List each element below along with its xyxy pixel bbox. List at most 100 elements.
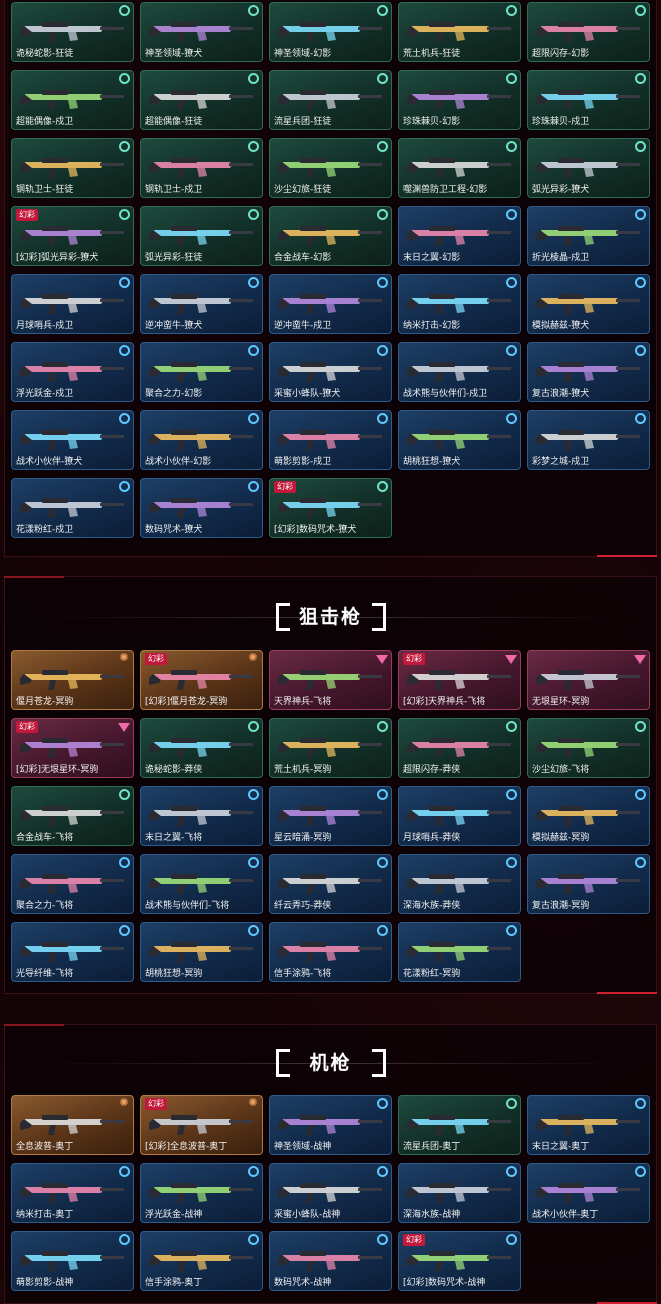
- skin-label: 纳米打击-奥丁: [16, 1210, 74, 1220]
- skin-card[interactable]: 胡桃狂想-冥驹: [140, 922, 263, 982]
- weapon-image: [536, 22, 640, 42]
- skin-card[interactable]: 模拟赫兹-冥驹: [527, 786, 650, 846]
- skin-card[interactable]: 诡秘蛇影-狂徒: [11, 2, 134, 62]
- skin-card[interactable]: 聚合之力-幻影: [140, 342, 263, 402]
- skin-card[interactable]: 纳米打击-奥丁: [11, 1163, 134, 1223]
- skin-card[interactable]: 超能偶像-狂徒: [140, 70, 263, 130]
- skin-card[interactable]: 合金战车-飞将: [11, 786, 134, 846]
- skin-card[interactable]: 星云暗涌-冥驹: [269, 786, 392, 846]
- skin-card[interactable]: 深海水族-战神: [398, 1163, 521, 1223]
- weapon-image: [278, 158, 382, 178]
- skin-label: 战术小伙伴-奥丁: [532, 1210, 599, 1220]
- skin-card[interactable]: 超限闪存-幻影: [527, 2, 650, 62]
- skin-card[interactable]: 胡桃狂想-獠犬: [398, 410, 521, 470]
- ring-tier-icon: [377, 1166, 388, 1177]
- skin-card[interactable]: 荒土机兵-冥驹: [269, 718, 392, 778]
- skin-card[interactable]: 诡秘蛇影-莽侠: [140, 718, 263, 778]
- skin-card[interactable]: 幻彩[幻彩]数码咒术-獠犬: [269, 478, 392, 538]
- weapon-image: [407, 90, 511, 110]
- skin-card[interactable]: 流星兵团-狂徒: [269, 70, 392, 130]
- skin-card[interactable]: 信手涂鸦-奥丁: [140, 1231, 263, 1291]
- skin-card[interactable]: 战术小伙伴-獠犬: [11, 410, 134, 470]
- skin-card[interactable]: 模拟赫兹-獠犬: [527, 274, 650, 334]
- skin-card[interactable]: 战术小伙伴-幻影: [140, 410, 263, 470]
- skin-card[interactable]: 数码咒术-战神: [269, 1231, 392, 1291]
- skin-card[interactable]: 弧光异彩-獠犬: [527, 138, 650, 198]
- skin-label: 诡秘蛇影-狂徒: [16, 49, 74, 59]
- skin-label: 信手涂鸦-奥丁: [145, 1278, 203, 1288]
- skin-card[interactable]: 幻彩[幻彩]弧光异彩-獠犬: [11, 206, 134, 266]
- weapon-image: [278, 738, 382, 758]
- skin-card[interactable]: 弧光异彩-狂徒: [140, 206, 263, 266]
- skin-card[interactable]: 幻彩[幻彩]无垠星环-冥驹: [11, 718, 134, 778]
- skin-card[interactable]: 采蜜小蜂队-獠犬: [269, 342, 392, 402]
- skin-card[interactable]: 超能偶像-戍卫: [11, 70, 134, 130]
- skin-card[interactable]: 深海水族-莽侠: [398, 854, 521, 914]
- skin-card[interactable]: 幻彩✺[幻彩]偃月苍龙-冥驹: [140, 650, 263, 710]
- skin-card[interactable]: 末日之翼-奥丁: [527, 1095, 650, 1155]
- skin-card[interactable]: 神圣领域-幻影: [269, 2, 392, 62]
- skin-label: 数码咒术-战神: [274, 1278, 332, 1288]
- weapon-image: [20, 90, 124, 110]
- skin-card[interactable]: 逆冲蛮牛-戍卫: [269, 274, 392, 334]
- skin-card[interactable]: 神圣领域-战神: [269, 1095, 392, 1155]
- skin-card[interactable]: 钢轨卫士-戍卫: [140, 138, 263, 198]
- skin-card[interactable]: ✺全息波普-奥丁: [11, 1095, 134, 1155]
- skin-card[interactable]: 战术熊与伙伴们-飞将: [140, 854, 263, 914]
- skin-card[interactable]: 天界神兵-飞将: [269, 650, 392, 710]
- skin-card[interactable]: 纤云弄巧-莽侠: [269, 854, 392, 914]
- skin-card[interactable]: 战术熊与伙伴们-戍卫: [398, 342, 521, 402]
- skin-card[interactable]: 流星兵团-奥丁: [398, 1095, 521, 1155]
- skin-card[interactable]: 月球哨兵-莽侠: [398, 786, 521, 846]
- skin-card[interactable]: 幻彩[幻彩]数码咒术-战神: [398, 1231, 521, 1291]
- skin-card[interactable]: 幻彩[幻彩]天界神兵-飞将: [398, 650, 521, 710]
- ring-tier-icon: [119, 789, 130, 800]
- weapon-image: [149, 362, 253, 382]
- skin-card[interactable]: 信手涂鸦-飞将: [269, 922, 392, 982]
- ring-tier-icon: [119, 209, 130, 220]
- skin-card[interactable]: 数码咒术-獠犬: [140, 478, 263, 538]
- skin-card[interactable]: 聚合之力-飞将: [11, 854, 134, 914]
- skin-card[interactable]: 花漾粉红-戍卫: [11, 478, 134, 538]
- skin-card[interactable]: 钢轨卫士-狂徒: [11, 138, 134, 198]
- skin-card[interactable]: 末日之翼-幻影: [398, 206, 521, 266]
- skin-card[interactable]: 彩梦之城-戍卫: [527, 410, 650, 470]
- skin-card[interactable]: 逆冲蛮牛-獠犬: [140, 274, 263, 334]
- skin-label: 模拟赫兹-冥驹: [532, 833, 590, 843]
- skin-label: 深海水族-战神: [403, 1210, 461, 1220]
- skin-card[interactable]: 超限闪存-莽侠: [398, 718, 521, 778]
- weapon-image: [278, 1251, 382, 1271]
- skin-card[interactable]: 采蜜小蜂队-战神: [269, 1163, 392, 1223]
- skin-card[interactable]: 珍珠棘贝-戍卫: [527, 70, 650, 130]
- skin-label: 月球哨兵-戍卫: [16, 321, 74, 331]
- skin-label: 弧光异彩-獠犬: [532, 185, 590, 195]
- skin-card[interactable]: 纳米打击-幻影: [398, 274, 521, 334]
- skin-card[interactable]: 荒土机兵-狂徒: [398, 2, 521, 62]
- skin-card[interactable]: 沙尘幻旅-狂徒: [269, 138, 392, 198]
- skin-card[interactable]: 萌影剪影-战神: [11, 1231, 134, 1291]
- skin-card[interactable]: 萌影剪影-戍卫: [269, 410, 392, 470]
- skin-label: 弧光异彩-狂徒: [145, 253, 203, 263]
- skin-card[interactable]: 复古浪潮-冥驹: [527, 854, 650, 914]
- skin-card[interactable]: 幻彩✺[幻彩]全息波普-奥丁: [140, 1095, 263, 1155]
- skin-card[interactable]: 折光棱晶-戍卫: [527, 206, 650, 266]
- ring-tier-icon: [119, 277, 130, 288]
- skin-card[interactable]: 月球哨兵-戍卫: [11, 274, 134, 334]
- skin-card[interactable]: 复古浪潮-獠犬: [527, 342, 650, 402]
- skin-card[interactable]: 战术小伙伴-奥丁: [527, 1163, 650, 1223]
- skin-card[interactable]: 末日之翼-飞将: [140, 786, 263, 846]
- skin-card[interactable]: 合金战车-幻影: [269, 206, 392, 266]
- skin-card[interactable]: 光导纤维-飞将: [11, 922, 134, 982]
- weapon-image: [20, 294, 124, 314]
- skin-card[interactable]: 沙尘幻旅-飞将: [527, 718, 650, 778]
- skin-card[interactable]: 花漾粉红-冥驹: [398, 922, 521, 982]
- skin-card[interactable]: 噬渊兽防卫工程-幻影: [398, 138, 521, 198]
- skin-card[interactable]: 无垠星环-冥驹: [527, 650, 650, 710]
- skin-card[interactable]: ✺偃月苍龙-冥驹: [11, 650, 134, 710]
- skin-card[interactable]: 神圣领域-獠犬: [140, 2, 263, 62]
- skin-card[interactable]: 浮光跃金-戍卫: [11, 342, 134, 402]
- sun-tier-icon: ✺: [119, 1096, 129, 1109]
- skin-card[interactable]: 浮光跃金-战神: [140, 1163, 263, 1223]
- skin-card[interactable]: 珍珠棘贝-幻影: [398, 70, 521, 130]
